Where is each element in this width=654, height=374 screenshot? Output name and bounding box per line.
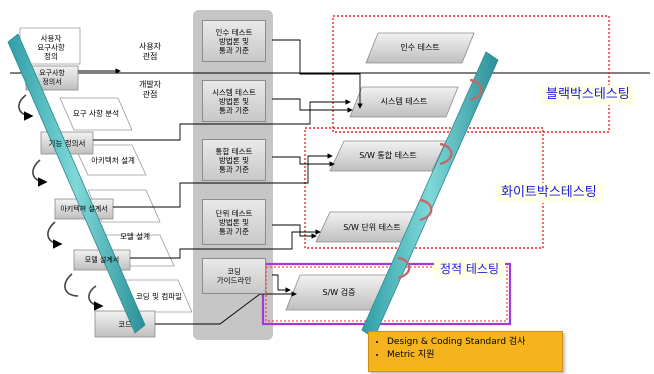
sw-integration-test: S/W 통합 테스트 [338,150,438,161]
step-architecture-design: 아키텍처 설계 [80,150,146,170]
sw-unit-test: S/W 단위 테스트 [322,222,422,233]
note-item: Metric 지원 [387,349,562,362]
blackbox-testing-callout: 블랙박스테스팅 [540,85,636,105]
developer-perspective-label: 개발자 관점 [125,80,175,100]
user-perspective-label: 사용자 관점 [125,42,175,62]
step-model-doc: 모델 설계서 [74,250,130,270]
integration-criteria-box: 통합 테스트 방법론 및 통과 기준 [202,139,266,181]
step-code: 코드 [95,311,155,337]
acceptance-test: 인수 테스트 [372,42,468,53]
system-criteria-box: 시스템 테스트 방법론 및 통과 기준 [202,80,266,122]
static-testing-note: Design & Coding Standard 검사 Metric 지원 [368,331,563,372]
step-model-design: 모델 설계 [110,226,160,246]
step-user-requirements: 사용자 요구사항 정의 [22,30,80,64]
sw-verification: S/W 검증 [294,287,384,298]
unit-criteria-box: 단위 테스트 방법론 및 통과 기준 [202,199,266,245]
step-architecture-doc: 아키텍쳐 설계서 [55,199,113,219]
coding-guideline-box: 코딩 가이드라인 [202,258,266,294]
whitebox-testing-callout: 화이트박스테스팅 [495,183,603,203]
step-coding-compile: 코딩 및 컴파일 [128,286,190,306]
system-test: 시스템 테스트 [356,96,452,107]
step-requirements-doc: 요구사항 정의서 [26,66,78,90]
note-item: Design & Coding Standard 검사 [387,336,562,349]
acceptance-criteria-box: 인수 테스트 방법론 및 통과 기준 [202,20,266,62]
static-testing-callout: 정적 테스팅 [434,259,505,279]
step-requirements-analysis: 요구 사항 분석 [62,98,130,128]
